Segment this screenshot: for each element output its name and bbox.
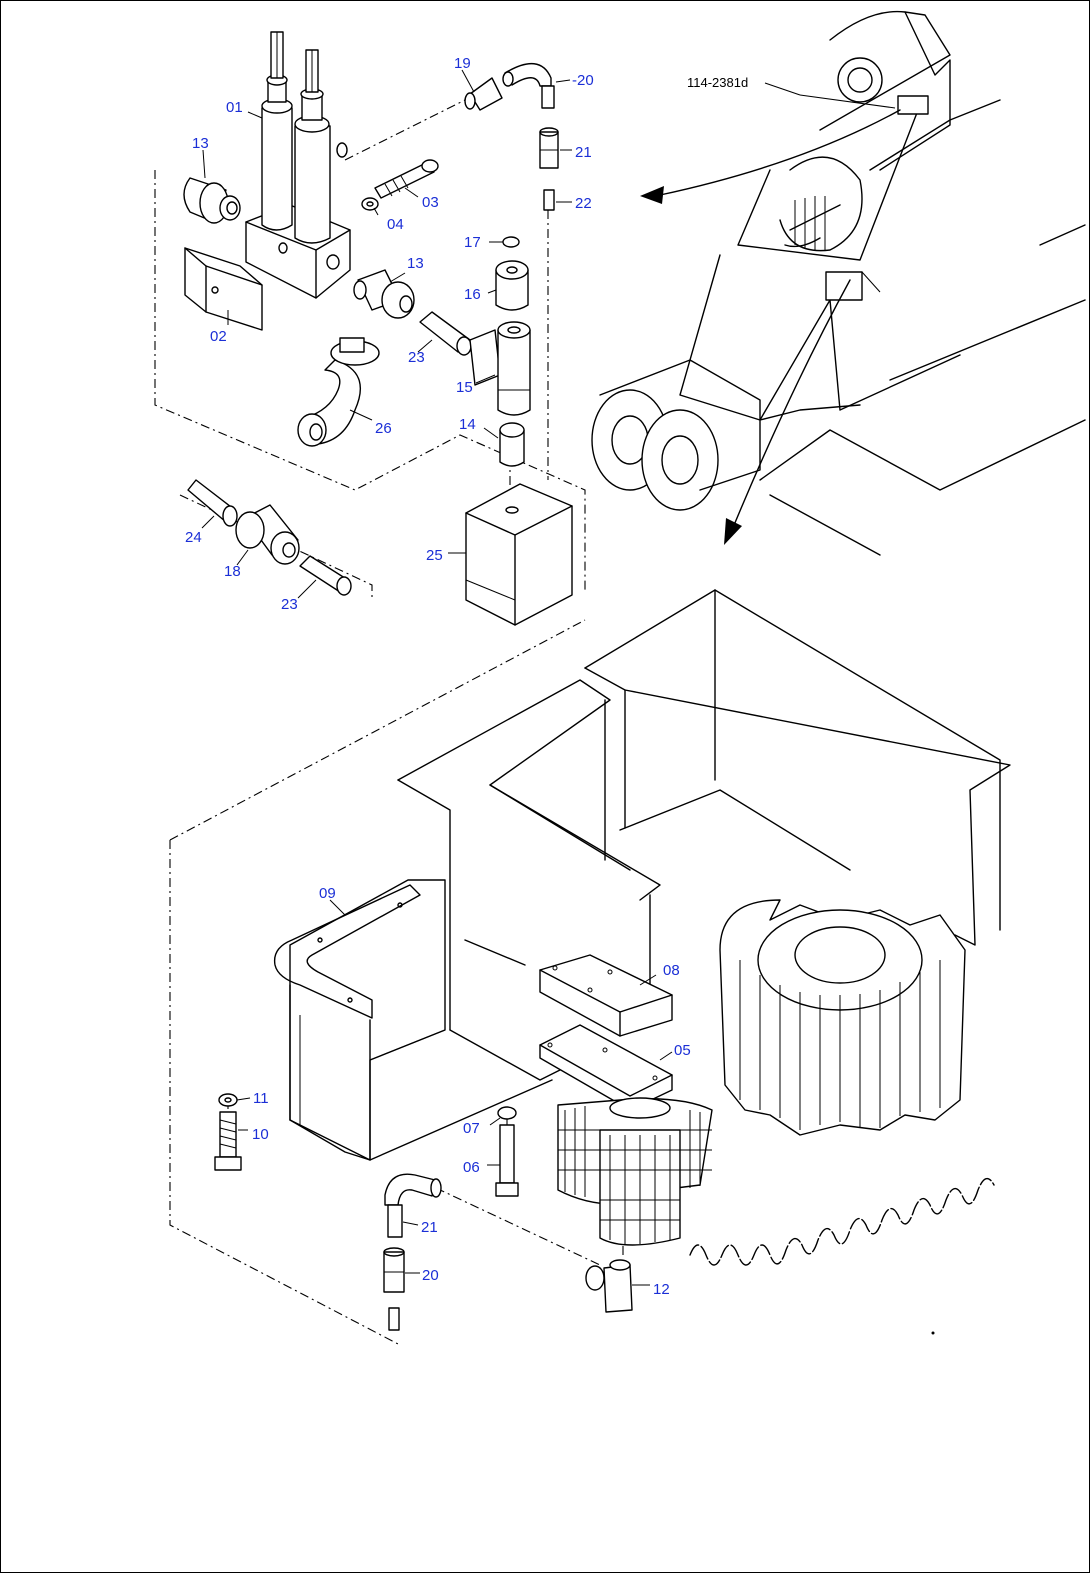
boom-structure <box>591 10 1086 556</box>
callout-25: 25 <box>426 547 443 564</box>
stray-dot <box>931 1331 935 1335</box>
arrow-lower <box>724 279 851 545</box>
tee-15 <box>469 321 531 416</box>
callout-05: 05 <box>674 1042 691 1059</box>
plate-08 <box>539 954 673 1037</box>
fitting-20-upper <box>541 85 555 109</box>
callout-21-lower: 21 <box>421 1219 438 1236</box>
washer-04 <box>361 197 379 211</box>
fitting-13-right <box>353 269 415 319</box>
fitting-21-upper <box>539 127 559 169</box>
callout-16: 16 <box>464 286 481 303</box>
assembly-boundary-lower <box>169 619 586 1346</box>
adapter-14 <box>499 422 525 467</box>
callout-13-left: 13 <box>192 135 209 152</box>
arrow-upper <box>640 109 901 204</box>
fitting-13-left <box>183 177 241 224</box>
pipe-23-lower <box>299 555 352 596</box>
callout-21-upper: 21 <box>575 144 592 161</box>
reference-leader <box>764 82 896 109</box>
callout-22: 22 <box>575 195 592 212</box>
pinion-assembly-05 <box>539 1024 713 1246</box>
bracket-09 <box>273 879 553 1161</box>
callout-14: 14 <box>459 416 476 433</box>
callout-18: 18 <box>224 563 241 580</box>
callout-04: 04 <box>387 216 404 233</box>
washer-11 <box>218 1093 238 1107</box>
callout-11: 11 <box>253 1090 269 1107</box>
callout-20-lower: 20 <box>422 1267 439 1284</box>
bolt-06 <box>495 1124 519 1197</box>
hose-elbow-26 <box>297 337 380 447</box>
callout-08: 08 <box>663 962 680 979</box>
callout-24: 24 <box>185 529 202 546</box>
housing-frame <box>397 589 1011 1081</box>
callout-13-right: 13 <box>407 255 424 272</box>
nut-18 <box>235 504 300 565</box>
elbow-19 <box>464 63 552 111</box>
gear-tooth-profile <box>689 1177 995 1266</box>
pipe-23-upper <box>419 311 472 356</box>
callout-20-upper: -20 <box>572 72 594 89</box>
callout-23-upper: 23 <box>408 349 425 366</box>
callout-15: 15 <box>456 379 473 396</box>
bolt-03 <box>374 159 439 199</box>
callout-23-lower: 23 <box>281 596 298 613</box>
callout-03: 03 <box>422 194 439 211</box>
reference-number: 114-2381d <box>687 75 748 90</box>
callout-labels: 114-2381d 01 02 03 04 05 06 07 08 09 10 … <box>185 55 748 1298</box>
ring-gear <box>719 899 966 1136</box>
grease-fitting-12 <box>585 1259 633 1313</box>
callout-07: 07 <box>463 1120 480 1137</box>
cap-17 <box>502 236 520 248</box>
callout-01: 01 <box>226 99 243 116</box>
callout-19: 19 <box>454 55 471 72</box>
pipe-24 <box>187 479 238 527</box>
callout-12: 12 <box>653 1281 670 1298</box>
plate-02 <box>184 247 263 331</box>
nut-16 <box>495 260 529 311</box>
callout-09: 09 <box>319 885 336 902</box>
callout-leaders <box>201 69 673 1286</box>
washer-07 <box>497 1106 517 1120</box>
valve-block-assembly <box>245 31 351 299</box>
elbow-lower <box>384 1173 442 1206</box>
bolt-10 <box>214 1111 242 1171</box>
fitting-22-upper <box>543 189 555 211</box>
block-25 <box>465 483 573 626</box>
callout-02: 02 <box>210 328 227 345</box>
callout-17: 17 <box>464 234 481 251</box>
callout-26: 26 <box>375 420 392 437</box>
callout-06: 06 <box>463 1159 480 1176</box>
fitting-20-lower <box>383 1247 405 1293</box>
callout-10: 10 <box>252 1126 269 1143</box>
fitting-21-lower <box>387 1204 403 1238</box>
fitting-lower-end <box>388 1307 400 1331</box>
